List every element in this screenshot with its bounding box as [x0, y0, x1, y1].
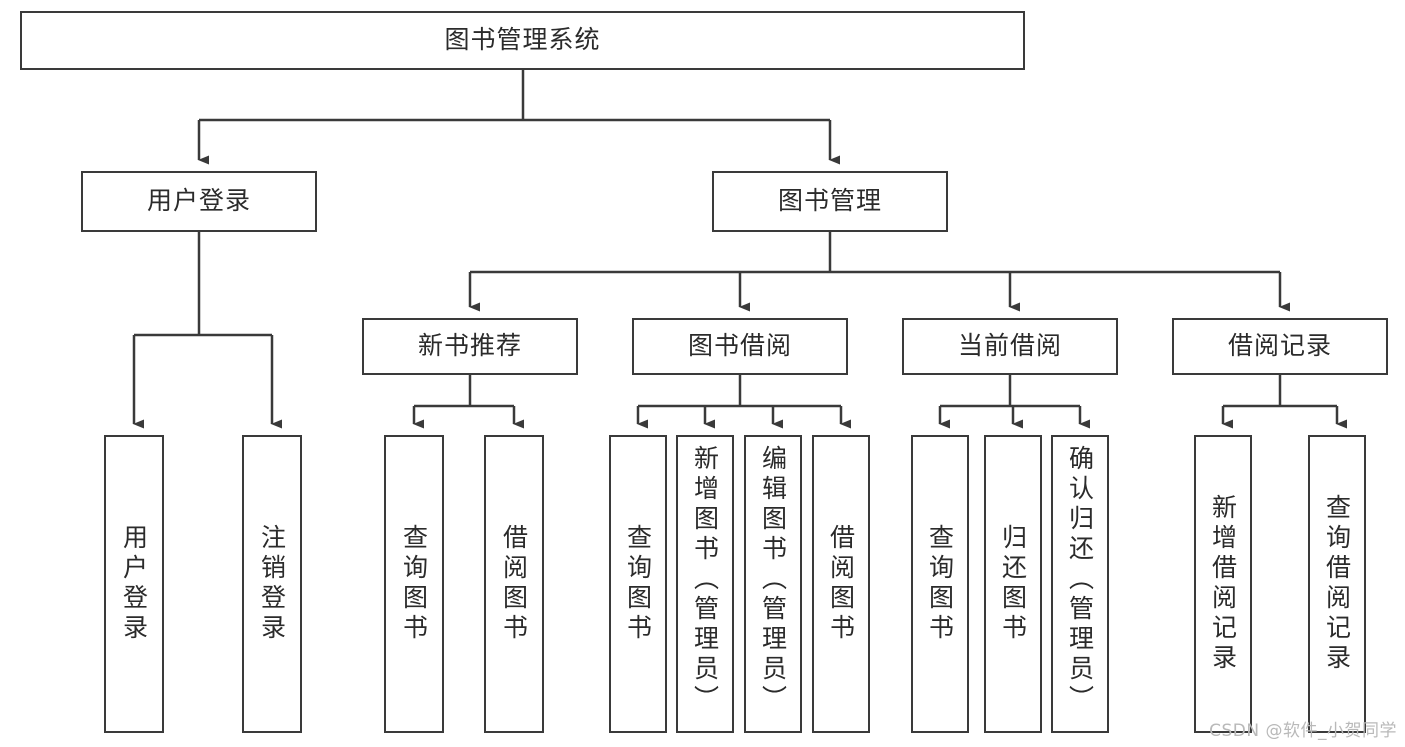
node-user-login[interactable]: 用户登录 — [81, 171, 317, 232]
node-label: 图书管理系统 — [444, 25, 601, 55]
node-label: 新增借阅记录 — [1208, 494, 1238, 674]
node-book-borrow[interactable]: 图书借阅 — [632, 318, 848, 375]
node-label: 借阅图书 — [826, 524, 856, 644]
node-label: 当前借阅 — [957, 331, 1062, 361]
node-label: 用户登录 — [146, 186, 251, 216]
node-leaf-query-borrow-record[interactable]: 查询借阅记录 — [1308, 435, 1366, 733]
node-label: 查询图书 — [399, 524, 429, 644]
node-label: 新增图书（管理员） — [690, 445, 720, 715]
node-leaf-query-book-current[interactable]: 查询图书 — [911, 435, 969, 733]
node-label: 编辑图书（管理员） — [758, 445, 788, 715]
node-leaf-user-login[interactable]: 用户登录 — [104, 435, 164, 733]
node-label: 查询图书 — [623, 524, 653, 644]
node-leaf-add-book-admin[interactable]: 新增图书（管理员） — [676, 435, 734, 733]
node-borrow-record[interactable]: 借阅记录 — [1172, 318, 1388, 375]
node-root-system[interactable]: 图书管理系统 — [20, 11, 1025, 70]
node-leaf-return-book[interactable]: 归还图书 — [984, 435, 1042, 733]
node-leaf-borrow-book[interactable]: 借阅图书 — [812, 435, 870, 733]
node-label: 图书借阅 — [687, 331, 792, 361]
node-book-management[interactable]: 图书管理 — [712, 171, 948, 232]
node-leaf-confirm-return-admin[interactable]: 确认归还（管理员） — [1051, 435, 1109, 733]
node-leaf-edit-book-admin[interactable]: 编辑图书（管理员） — [744, 435, 802, 733]
watermark-text: CSDN @软件_小贺同学 — [1209, 721, 1397, 741]
node-leaf-borrow-book-recommend[interactable]: 借阅图书 — [484, 435, 544, 733]
node-label: 图书管理 — [777, 186, 882, 216]
node-label: 借阅图书 — [499, 524, 529, 644]
node-label: 查询借阅记录 — [1322, 494, 1352, 674]
node-new-book-recommend[interactable]: 新书推荐 — [362, 318, 578, 375]
node-label: 归还图书 — [998, 524, 1028, 644]
node-label: 确认归还（管理员） — [1065, 445, 1095, 715]
node-label: 新书推荐 — [417, 331, 522, 361]
node-leaf-user-logout[interactable]: 注销登录 — [242, 435, 302, 733]
node-current-borrow[interactable]: 当前借阅 — [902, 318, 1118, 375]
node-leaf-query-book-borrow[interactable]: 查询图书 — [609, 435, 667, 733]
node-label: 查询图书 — [925, 524, 955, 644]
node-label: 用户登录 — [119, 524, 149, 644]
node-leaf-add-borrow-record[interactable]: 新增借阅记录 — [1194, 435, 1252, 733]
node-label: 注销登录 — [257, 524, 287, 644]
node-label: 借阅记录 — [1227, 331, 1332, 361]
node-leaf-query-book-recommend[interactable]: 查询图书 — [384, 435, 444, 733]
